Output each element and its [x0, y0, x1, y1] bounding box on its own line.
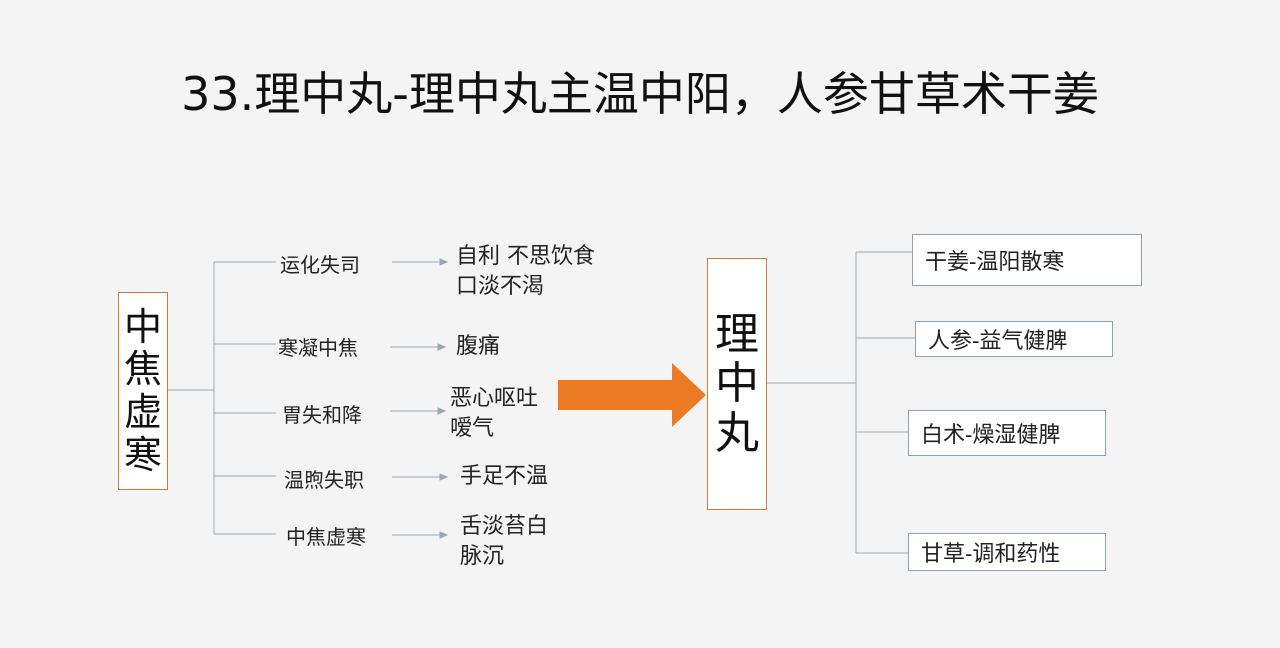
- left-root-box: 中 焦 虚 寒: [118, 292, 168, 490]
- herb-box: 人参-益气健脾: [915, 321, 1113, 357]
- center-root-box: 理 中 丸: [707, 258, 767, 510]
- symptom-line: 嗳气: [450, 416, 495, 441]
- herb-box: 白术-燥湿健脾: [908, 410, 1106, 456]
- page-title: 33.理中丸-理中丸主温中阳，人参甘草术干姜: [181, 67, 1099, 121]
- symptom-group: 腹痛: [456, 332, 500, 362]
- left-root-char: 寒: [123, 432, 162, 477]
- symptom-group: 恶心呕吐 嗳气: [450, 384, 538, 444]
- cause-label: 温煦失职: [284, 468, 364, 492]
- symptom-group: 自利 不思饮食 口淡不渴: [456, 242, 595, 302]
- symptom-line: 手足不温: [460, 464, 549, 489]
- symptom-line: 自利 不思饮食: [456, 244, 595, 269]
- main-arrow: [558, 363, 706, 427]
- symptom-line: 口淡不渴: [456, 274, 545, 299]
- symptom-line: 恶心呕吐: [450, 386, 539, 411]
- cause-label: 运化失司: [280, 253, 360, 277]
- cause-label: 中焦虚寒: [286, 525, 366, 549]
- symptom-group: 舌淡苔白 脉沉: [460, 512, 548, 572]
- left-root-char: 虚: [123, 390, 162, 434]
- cause-label: 胃失和降: [282, 403, 362, 427]
- symptom-line: 舌淡苔白: [460, 514, 549, 539]
- center-root-char: 理: [715, 309, 759, 361]
- center-root-char: 丸: [715, 407, 759, 459]
- cause-label: 寒凝中焦: [278, 336, 358, 360]
- symptom-group: 手足不温: [460, 462, 548, 492]
- symptom-line: 脉沉: [460, 544, 505, 569]
- center-root-char: 中: [715, 358, 759, 410]
- left-root-char: 焦: [123, 347, 162, 392]
- herb-box: 甘草-调和药性: [908, 533, 1106, 571]
- left-root-char: 中: [123, 304, 162, 349]
- herb-box: 干姜-温阳散寒: [912, 234, 1142, 286]
- symptom-line: 腹痛: [456, 334, 501, 359]
